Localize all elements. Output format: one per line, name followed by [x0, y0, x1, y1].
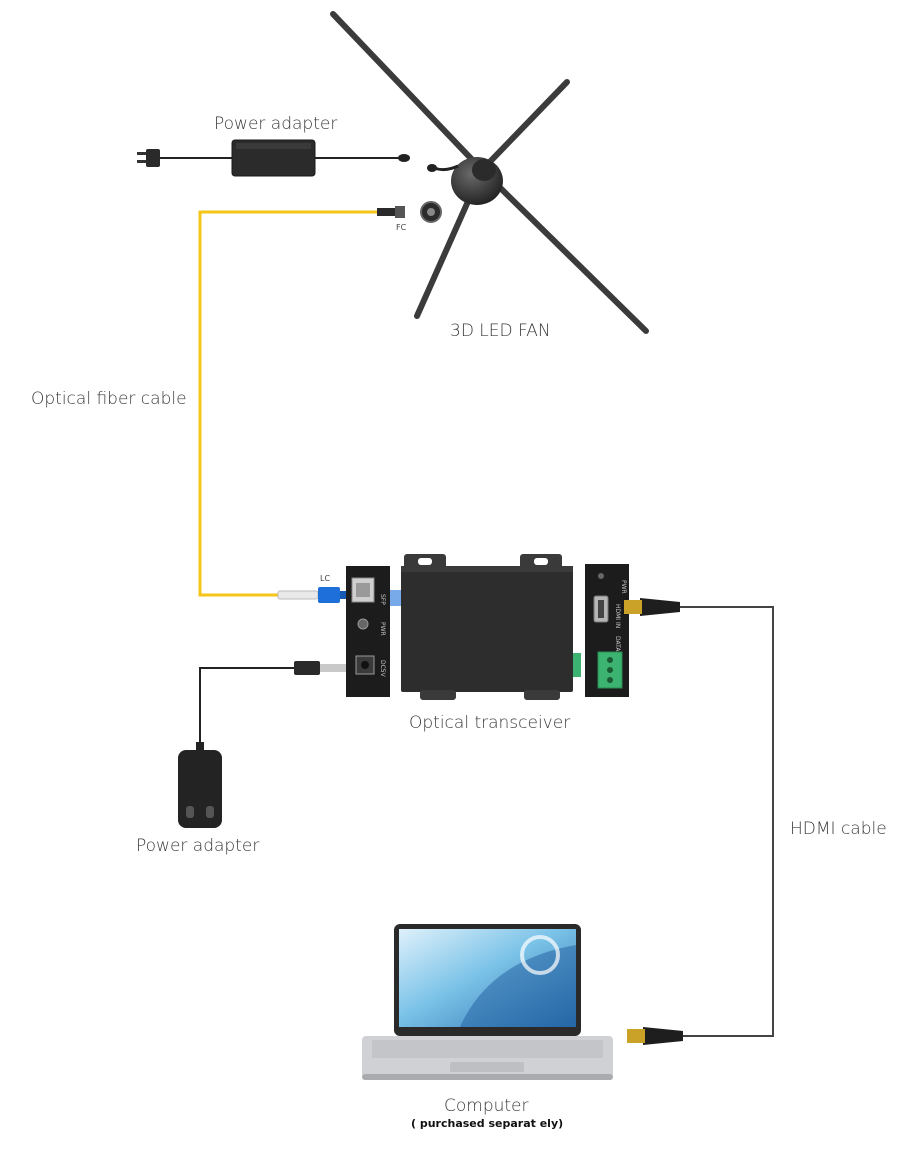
fan-blade-upper-right	[479, 79, 570, 173]
transceiver-ear-bl	[420, 690, 456, 700]
dc-plug-body	[294, 661, 320, 675]
fan-power-lead	[433, 164, 459, 172]
fan-blade-lower-right	[479, 167, 649, 334]
laptop-trackpad	[450, 1062, 524, 1072]
plug-body	[146, 149, 160, 167]
dc-plug-tip	[318, 664, 346, 672]
svg-text:PWR: PWR	[379, 622, 386, 636]
led-fan	[330, 11, 649, 334]
dc-plug	[398, 154, 410, 162]
label-power-adapter-top: Power adapter	[214, 114, 338, 134]
transceiver-body	[401, 566, 573, 692]
laptop-computer	[362, 924, 613, 1080]
svg-text:DATA: DATA	[614, 636, 621, 652]
fan-hub-cap	[472, 159, 496, 181]
lc-connector	[318, 587, 340, 603]
svg-text:PWR: PWR	[620, 580, 627, 594]
hdmi-line	[680, 606, 774, 1037]
fc-connector	[377, 208, 395, 216]
hdmi-cable	[624, 598, 774, 1045]
hdmi-connector-top	[640, 598, 680, 616]
label-optical-transceiver: Optical transceiver	[409, 713, 571, 733]
power-adapter-top	[137, 139, 410, 177]
power-led	[357, 618, 369, 630]
optical-transceiver: SFP PWR DC5V PWR HDMI IN DATA	[346, 554, 629, 700]
wall-adapter	[178, 750, 222, 828]
hdmi-connector-bottom	[643, 1027, 683, 1045]
label-power-adapter-bottom: Power adapter	[136, 836, 260, 856]
svg-text:SFP: SFP	[379, 594, 386, 605]
label-computer-note: ( purchased separat ely)	[411, 1117, 564, 1130]
transceiver-ear-br	[524, 690, 560, 700]
label-hdmi-cable: HDMI cable	[790, 819, 887, 839]
label-optical-fiber-cable: Optical fiber cable	[31, 389, 187, 409]
power-adapter-bottom	[178, 661, 346, 828]
plug-prongs	[137, 152, 147, 155]
svg-text:DC5V: DC5V	[379, 660, 386, 678]
svg-text:HDMI IN: HDMI IN	[614, 604, 621, 628]
label-lc: LC	[320, 574, 331, 583]
optical-fiber-cable	[198, 206, 405, 603]
terminal-block-side	[573, 653, 581, 677]
label-3d-led-fan: 3D LED FAN	[450, 321, 551, 341]
label-fc: FC	[396, 223, 407, 232]
fiber-line	[198, 210, 377, 597]
lc-boot	[277, 590, 319, 600]
label-computer: Computer	[444, 1096, 529, 1116]
fan-blade-upper-left	[330, 11, 485, 173]
